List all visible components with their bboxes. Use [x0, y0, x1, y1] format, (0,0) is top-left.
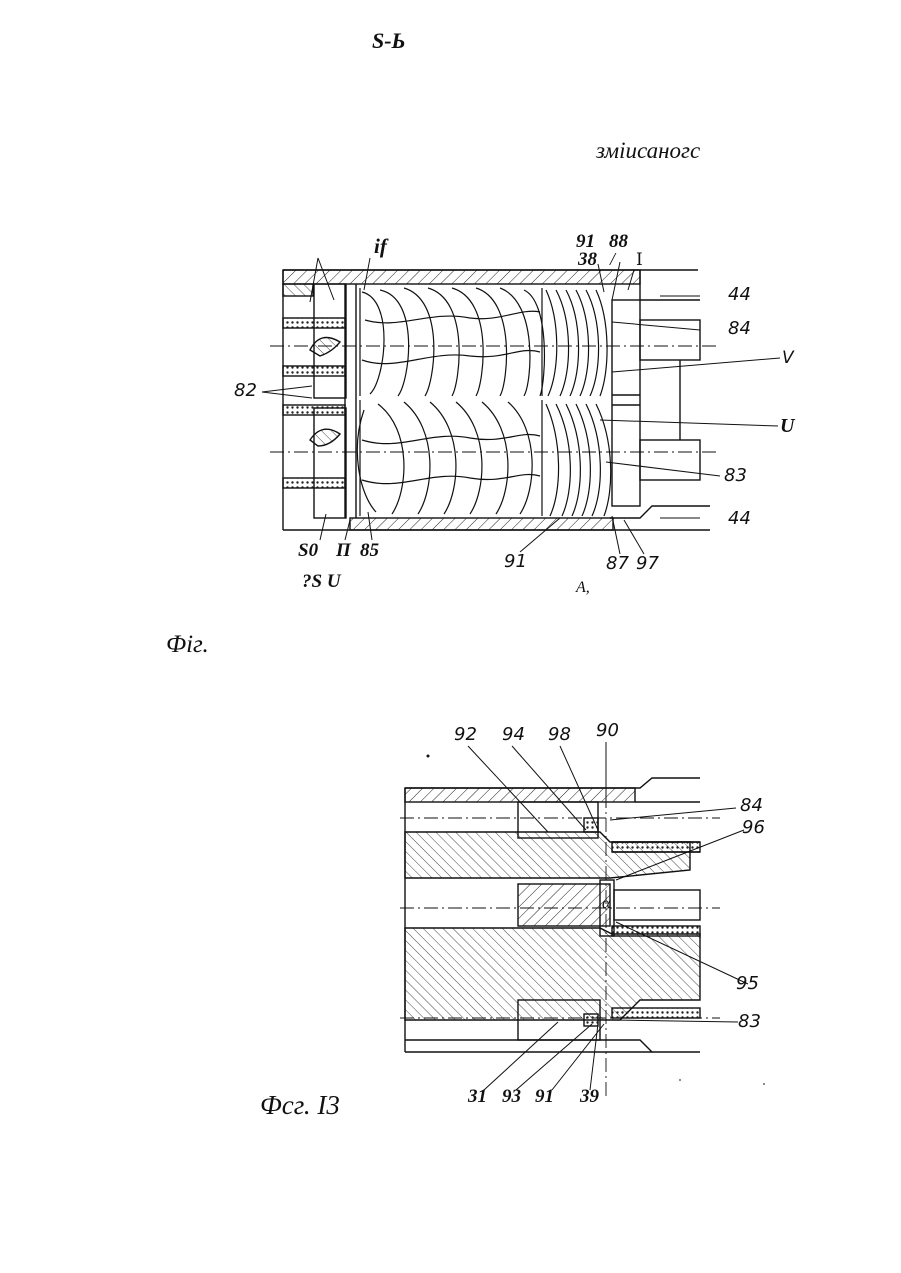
figure-2-caption: Фсг. I3 [260, 1092, 340, 1119]
label-roman-1: I [636, 252, 643, 269]
label-98: 98 [548, 726, 571, 744]
label-97: 97 [636, 555, 659, 573]
label-93: 93 [502, 1087, 521, 1106]
label-83: 83 [738, 1013, 761, 1031]
label-82: 82 [234, 382, 257, 400]
label-s0: S0 [298, 541, 318, 560]
label-v: V [782, 350, 794, 367]
label-87: 87 [606, 555, 629, 573]
label-31: 31 [468, 1087, 487, 1106]
label-90: 90 [596, 722, 619, 740]
label-83: 83 [724, 467, 747, 485]
label-84: 84 [728, 320, 751, 338]
label-alpha: α [602, 896, 610, 912]
label-if: if [374, 236, 387, 257]
label-92: 92 [454, 726, 477, 744]
label-39: 39 [580, 1087, 599, 1106]
label-96: 96 [742, 819, 765, 837]
label-u: U [780, 416, 794, 436]
label-44-top: 44 [728, 286, 751, 304]
label-85: 85 [360, 541, 379, 560]
label-91: 91 [535, 1087, 554, 1106]
label-91-bottom: 91 [504, 553, 527, 571]
figure-1-caption: Фіг. [166, 632, 209, 657]
label-qsu: ?S U [302, 572, 341, 591]
label-94: 94 [502, 726, 525, 744]
label-95: 95 [736, 975, 759, 993]
label-38: 38 [578, 250, 597, 269]
label-a: A, [576, 580, 590, 596]
label-44-bottom: 44 [728, 510, 751, 528]
label-slash: / [610, 250, 615, 268]
label-pi: П [336, 541, 351, 560]
label-84: 84 [740, 797, 763, 815]
